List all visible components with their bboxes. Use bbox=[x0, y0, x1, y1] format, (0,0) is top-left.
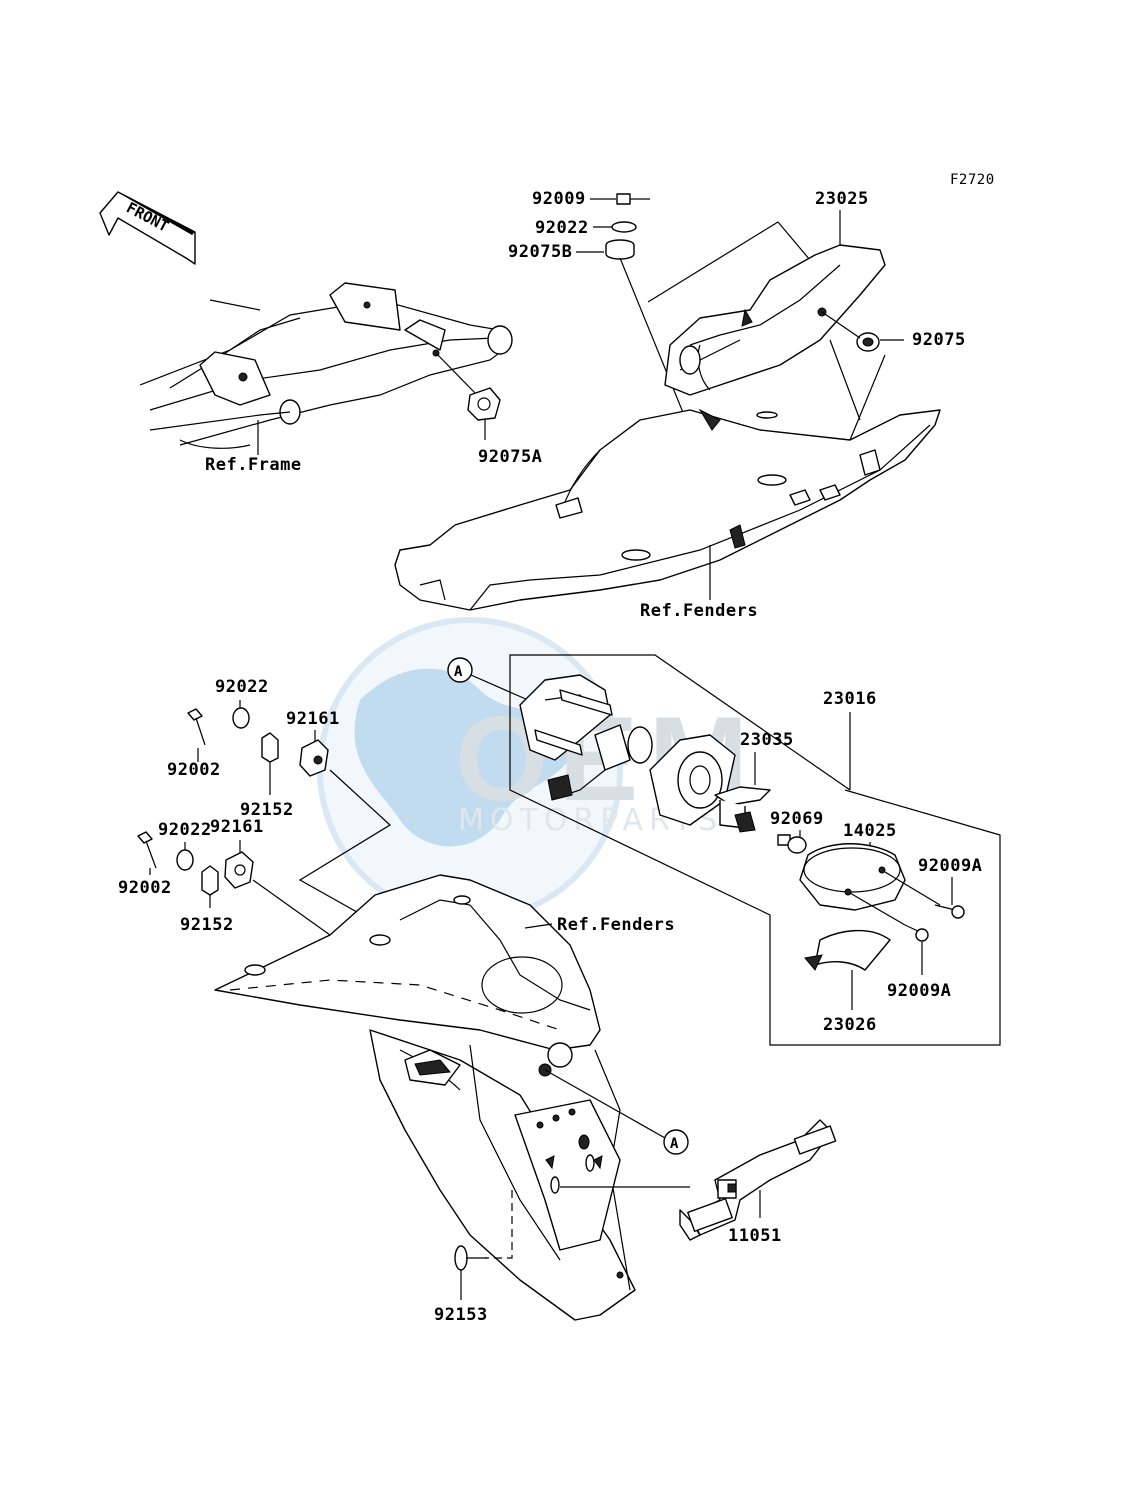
callout-a-top-label: A bbox=[454, 664, 463, 680]
label-92161-upper: 92161 bbox=[286, 709, 340, 729]
label-23025: 23025 bbox=[815, 189, 869, 209]
label-92002-lower: 92002 bbox=[118, 878, 172, 898]
front-arrow-icon: FRONT bbox=[99, 191, 196, 265]
frame-assembly bbox=[139, 282, 513, 449]
label-92075A: 92075A bbox=[478, 447, 542, 467]
part-92161-bushing-upper bbox=[299, 739, 329, 777]
part-92075A-grommet bbox=[467, 387, 501, 421]
part-92152-collar-lower bbox=[201, 865, 219, 896]
rear-fender-assembly bbox=[214, 874, 636, 1321]
label-92022-upper-left: 92022 bbox=[215, 677, 269, 697]
part-92022-washer bbox=[611, 221, 637, 233]
label-11051: 11051 bbox=[728, 1226, 782, 1246]
ref-frame-label: Ref.Frame bbox=[205, 455, 302, 475]
label-23026: 23026 bbox=[823, 1015, 877, 1035]
part-92075B-grommet bbox=[605, 239, 635, 260]
label-92002-upper: 92002 bbox=[167, 760, 221, 780]
part-92153-bolt bbox=[454, 1245, 487, 1271]
label-92009A-upper: 92009A bbox=[918, 856, 982, 876]
part-92009-screw bbox=[616, 193, 650, 205]
label-92152-upper: 92152 bbox=[240, 800, 294, 820]
label-92009A-lower: 92009A bbox=[887, 981, 951, 1001]
callout-a-bottom bbox=[663, 1129, 689, 1155]
label-92152-lower: 92152 bbox=[180, 915, 234, 935]
part-23025-housing bbox=[664, 244, 886, 396]
label-92075B: 92075B bbox=[508, 242, 572, 262]
part-92009A-screw-lower bbox=[904, 924, 929, 942]
part-socket-wire bbox=[547, 724, 653, 801]
callout-a-bottom-label: A bbox=[670, 1136, 679, 1152]
upper-fender-assembly bbox=[394, 408, 941, 611]
ref-fenders-label-top: Ref.Fenders bbox=[640, 601, 758, 621]
label-92022-top: 92022 bbox=[535, 218, 589, 238]
part-23026-shell bbox=[804, 929, 891, 971]
part-23035-bracket bbox=[714, 786, 771, 833]
label-92161-lower: 92161 bbox=[210, 817, 264, 837]
part-92152-collar-upper bbox=[261, 732, 279, 763]
part-lens-holder bbox=[649, 734, 736, 826]
part-92075-grommet bbox=[856, 332, 880, 352]
part-92022-washer-upper bbox=[232, 707, 250, 729]
part-tail-light-base bbox=[519, 674, 613, 761]
part-11051-bracket bbox=[679, 1119, 837, 1241]
assembly-23016-outline bbox=[509, 654, 1001, 1046]
label-92075: 92075 bbox=[912, 330, 966, 350]
part-92069-bulb bbox=[777, 834, 807, 854]
label-14025: 14025 bbox=[843, 821, 897, 841]
part-92002-bolt-lower bbox=[137, 831, 157, 869]
label-92009-top: 92009 bbox=[532, 189, 586, 209]
ref-fenders-label-bottom: Ref.Fenders bbox=[557, 915, 675, 935]
part-92002-bolt-upper bbox=[187, 708, 206, 746]
label-23035: 23035 bbox=[740, 730, 794, 750]
part-92022-washer-lower bbox=[176, 849, 194, 871]
label-92153: 92153 bbox=[434, 1305, 488, 1325]
label-23016: 23016 bbox=[823, 689, 877, 709]
part-14025-lens bbox=[799, 843, 906, 911]
callout-a-top bbox=[447, 657, 473, 683]
label-92069: 92069 bbox=[770, 809, 824, 829]
part-92009A-screw-upper bbox=[934, 904, 965, 919]
part-92161-bushing-lower bbox=[224, 851, 254, 889]
figure-code: F2720 bbox=[950, 172, 995, 188]
label-92022-lower-left: 92022 bbox=[158, 820, 212, 840]
